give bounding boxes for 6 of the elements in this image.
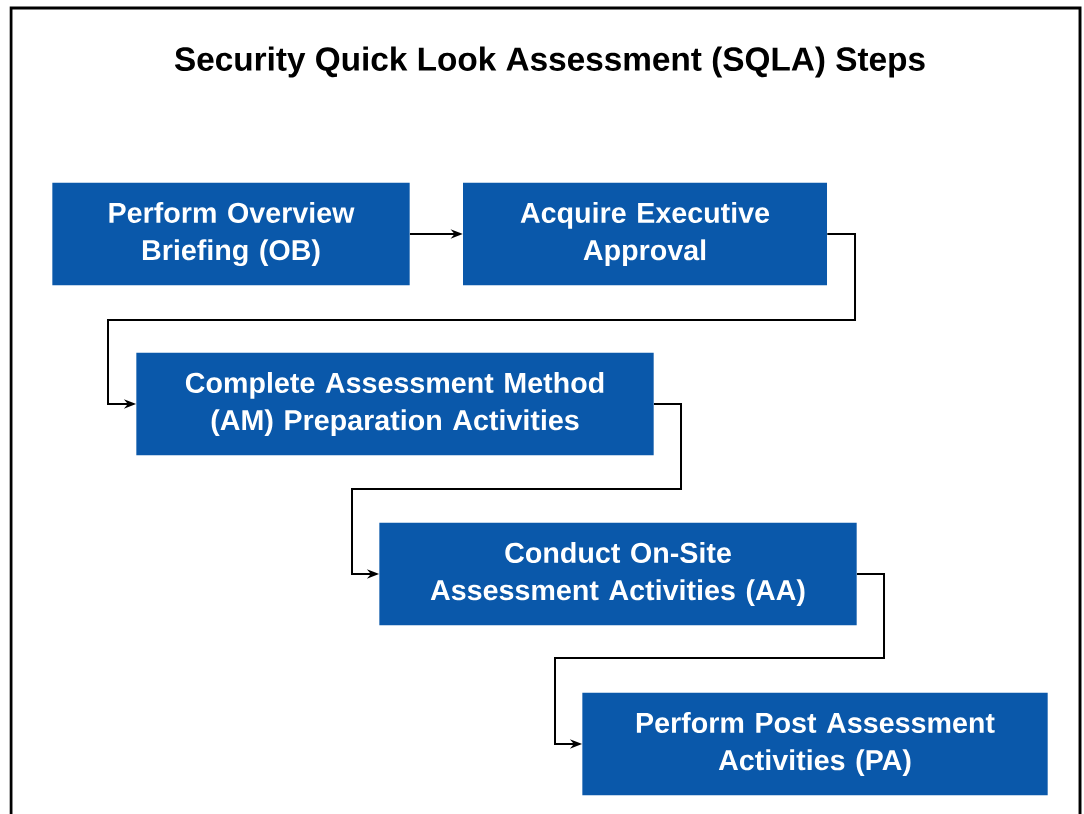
process-box: Acquire Executive Approval [463, 182, 827, 286]
process-box: Conduct On-Site Assessment Activities (AA) [379, 522, 857, 626]
process-box: Complete Assessment Method (AM) Preparation Activities [136, 352, 654, 456]
process-box: Perform Post Assessment Activities (PA) [582, 692, 1048, 796]
title: Security Quick Look Assessment (SQLA) Steps [174, 46, 925, 78]
process-box: Perform Overview Briefing (OB) [52, 182, 410, 286]
